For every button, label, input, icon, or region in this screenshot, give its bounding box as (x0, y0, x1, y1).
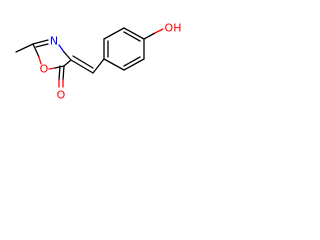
benzene-bond-3 (123, 27, 145, 40)
hydroxyl-label: OH (165, 22, 182, 35)
ring-bond-c2-n3 (32, 39, 49, 45)
methyl-bond (15, 43, 34, 53)
ring-oxygen-label: O (40, 63, 49, 76)
ring-bond-o1-c2-segment (38, 56, 42, 65)
ring-bond-n3-c4-segment (58, 44, 65, 53)
benzene-link-bond (92, 58, 105, 74)
hydroxyl-bond (143, 32, 156, 40)
benzene-bond-6 (103, 58, 125, 71)
benzene-bond-5 (123, 58, 145, 71)
benzene-bond-3-inner (123, 31, 141, 42)
hydroxyl-bond-o-segment (154, 28, 164, 34)
ring-bond-c2-o1 (32, 43, 40, 58)
carbonyl-oxygen-label: O (57, 89, 66, 102)
ring-bond-n3-c4 (63, 51, 72, 61)
benzene-bond-2 (103, 27, 125, 40)
ring-nitrogen-label: N (50, 35, 58, 48)
carbonyl-bond-inner (58, 65, 61, 81)
ring-bond-c4-c5 (63, 59, 72, 67)
carbonyl-bond (62, 65, 65, 81)
exocyclic-double-bond-inner (72, 55, 94, 69)
ring-bond-c2-n3-inner (35, 43, 49, 48)
benzene-bond-5-inner (123, 56, 141, 67)
ring-bond-o1-c5-segment (48, 67, 56, 70)
chemical-structure-drawing: O N O OH (15, 22, 182, 102)
exocyclic-double-bond (70, 59, 94, 74)
